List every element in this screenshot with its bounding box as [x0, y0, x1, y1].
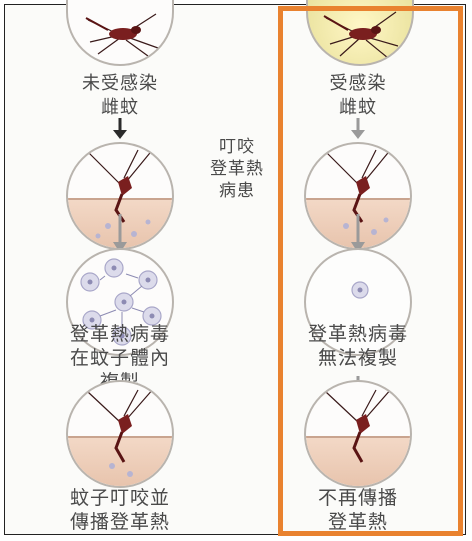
label-line: 登革熱病毒	[44, 322, 196, 346]
label-line: 登革熱	[198, 158, 276, 180]
label-bite-spreads: 蚊子叮咬並 傳播登革熱	[44, 486, 196, 534]
label-line: 叮咬	[198, 136, 276, 158]
label-line: 傳播登革熱	[44, 510, 196, 534]
uninfected-mosquito-circle	[66, 0, 174, 66]
label-line: 未受感染	[60, 72, 180, 96]
mosquito-icon	[68, 0, 174, 66]
label-line: 雌蚊	[60, 96, 180, 120]
label-bite-patient: 叮咬 登革熱 病患	[198, 136, 276, 202]
highlight-box	[278, 6, 463, 536]
label-line: 在蚊子體內	[44, 346, 196, 370]
spreading-bite-circle	[66, 380, 174, 488]
label-uninfected-female: 未受感染 雌蚊	[60, 72, 180, 120]
arrow-down-icon	[110, 118, 130, 140]
label-line: 蚊子叮咬並	[44, 486, 196, 510]
label-line: 病患	[198, 180, 276, 202]
mosquito-icon	[68, 382, 174, 488]
